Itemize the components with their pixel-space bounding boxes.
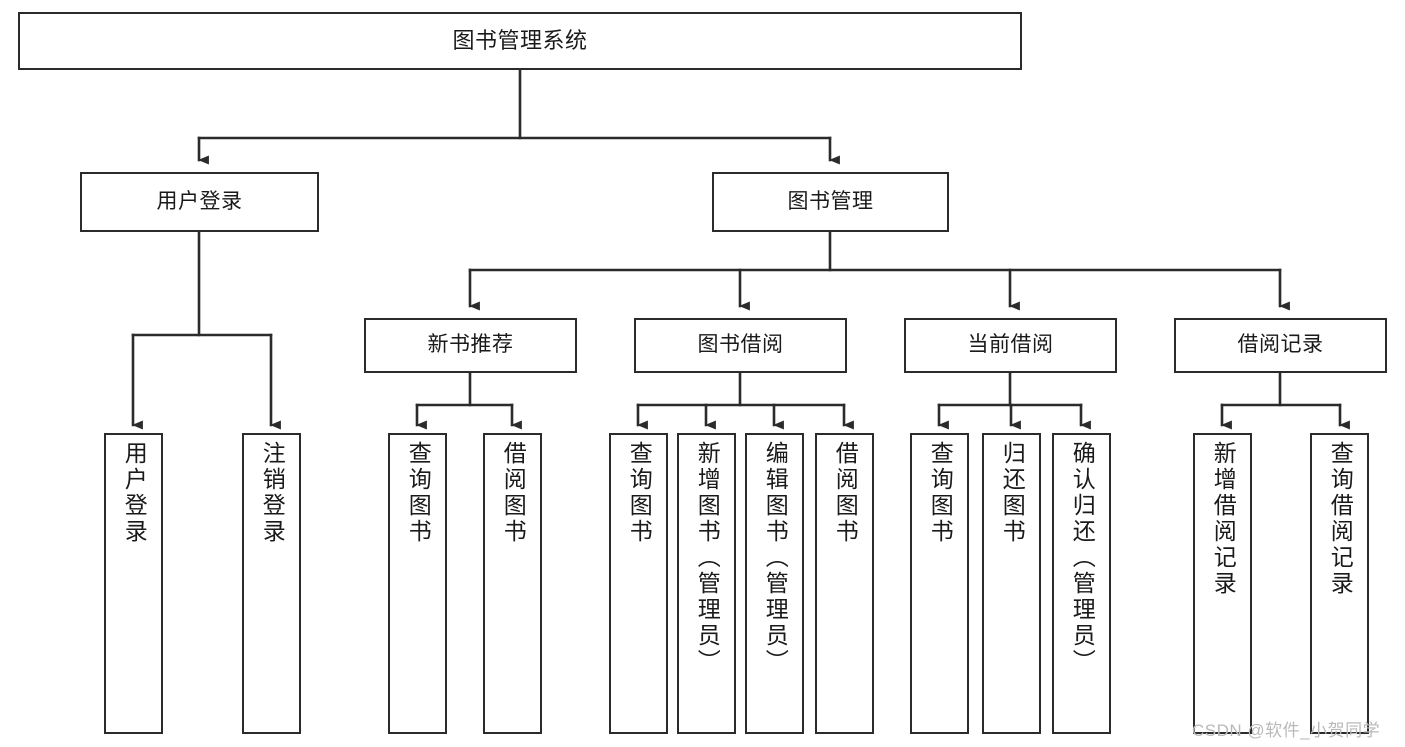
node-label: 借阅图书	[832, 441, 859, 545]
node-label: 查询借阅记录	[1327, 441, 1354, 597]
node-edit-book-admin[interactable]: 编辑图书（管理员）	[745, 433, 804, 734]
node-label: 归还图书	[999, 441, 1026, 545]
node-label: 查询图书	[626, 441, 653, 545]
node-label: 图书借阅	[697, 333, 784, 357]
node-label: 用户登录	[121, 441, 148, 545]
node-borrow-book-1[interactable]: 借阅图书	[483, 433, 542, 734]
node-label: 借阅记录	[1237, 333, 1324, 357]
node-label: 借阅图书	[500, 441, 527, 545]
node-book-manage[interactable]: 图书管理	[712, 172, 949, 232]
node-label: 新书推荐	[427, 333, 514, 357]
node-borrow-record[interactable]: 借阅记录	[1174, 318, 1387, 373]
node-label: 当前借阅	[967, 333, 1054, 357]
node-new-book-recommend[interactable]: 新书推荐	[364, 318, 577, 373]
node-label: 新增图书（管理员）	[694, 441, 721, 675]
node-query-book-3[interactable]: 查询图书	[910, 433, 969, 734]
node-add-borrow-record[interactable]: 新增借阅记录	[1193, 433, 1252, 734]
node-label: 编辑图书（管理员）	[762, 441, 789, 675]
node-label: 用户登录	[156, 189, 243, 213]
node-query-book-1[interactable]: 查询图书	[388, 433, 447, 734]
node-user-login-leaf[interactable]: 用户登录	[104, 433, 163, 734]
node-root-book-management-system[interactable]: 图书管理系统	[18, 12, 1022, 70]
node-user-login[interactable]: 用户登录	[80, 172, 319, 232]
node-query-book-2[interactable]: 查询图书	[609, 433, 668, 734]
node-label: 图书管理系统	[452, 28, 588, 54]
node-book-borrow[interactable]: 图书借阅	[634, 318, 847, 373]
node-confirm-return-admin[interactable]: 确认归还（管理员）	[1052, 433, 1111, 734]
node-return-book[interactable]: 归还图书	[982, 433, 1041, 734]
node-label: 确认归还（管理员）	[1069, 441, 1096, 675]
node-borrow-book-2[interactable]: 借阅图书	[815, 433, 874, 734]
csdn-watermark: CSDN @软件_小贺同学	[1192, 721, 1381, 740]
node-label: 新增借阅记录	[1210, 441, 1237, 597]
node-user-logout-leaf[interactable]: 注销登录	[242, 433, 301, 734]
node-current-borrow[interactable]: 当前借阅	[904, 318, 1117, 373]
node-label: 注销登录	[259, 441, 286, 545]
node-label: 查询图书	[927, 441, 954, 545]
node-add-book-admin[interactable]: 新增图书（管理员）	[677, 433, 736, 734]
node-label: 图书管理	[787, 189, 874, 213]
node-label: 查询图书	[405, 441, 432, 545]
node-query-borrow-record[interactable]: 查询借阅记录	[1310, 433, 1369, 734]
